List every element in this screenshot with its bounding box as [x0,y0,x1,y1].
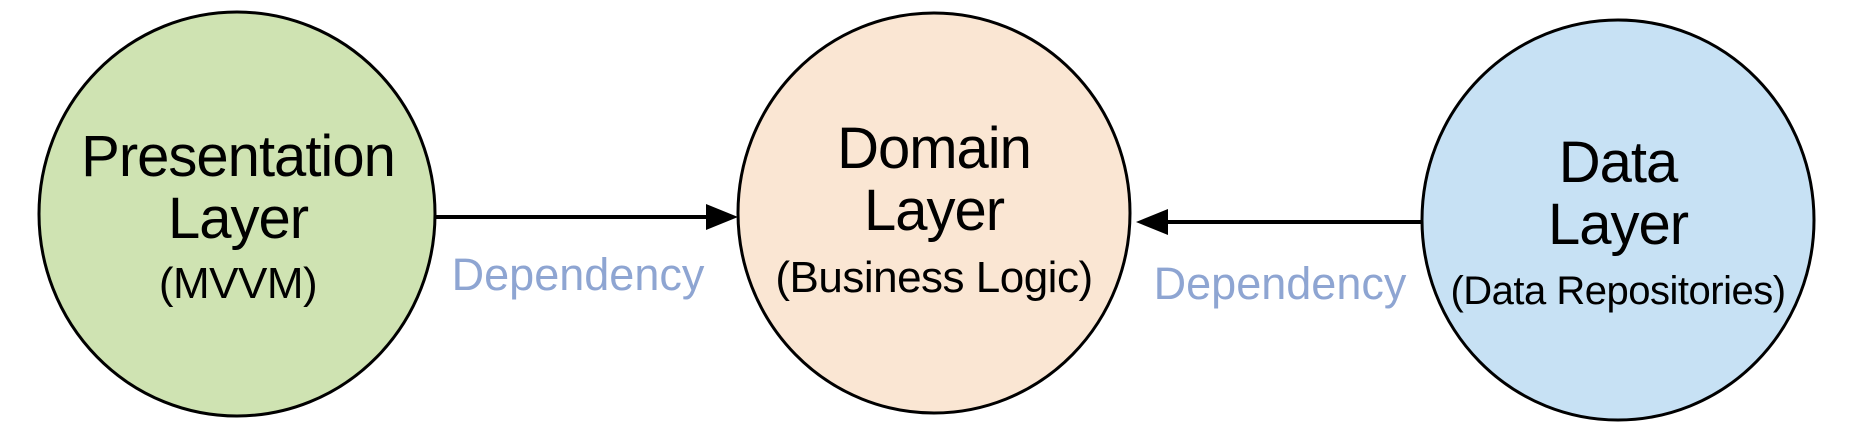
data-layer-title-line2: Layer [1548,192,1689,257]
presentation-layer-subtitle: (MVVM) [159,259,317,308]
domain-layer-shape [736,11,1132,415]
data-layer-title-line1: Data [1559,130,1679,195]
node-domain-layer: Domain Layer (Business Logic) [736,11,1132,415]
presentation-layer-shape [37,10,437,418]
domain-layer-title-line2: Layer [864,178,1005,243]
edge-label-dependency-right: Dependency [1154,258,1407,309]
edge-data-to-domain: Dependency [1136,209,1422,309]
arrowhead-left-icon [1136,209,1168,235]
data-layer-subtitle: (Data Repositories) [1450,269,1785,313]
arrowhead-right-icon [706,204,738,230]
data-layer-shape [1420,18,1816,422]
edge-presentation-to-domain: Dependency [436,204,738,300]
presentation-layer-title-line2: Layer [168,186,309,251]
domain-layer-subtitle: (Business Logic) [775,253,1092,302]
presentation-layer-title-line1: Presentation [81,124,395,189]
node-presentation-layer: Presentation Layer (MVVM) [37,10,437,418]
node-data-layer: Data Layer (Data Repositories) [1420,18,1816,422]
domain-layer-title-line1: Domain [837,116,1031,181]
edge-label-dependency-left: Dependency [452,249,705,300]
